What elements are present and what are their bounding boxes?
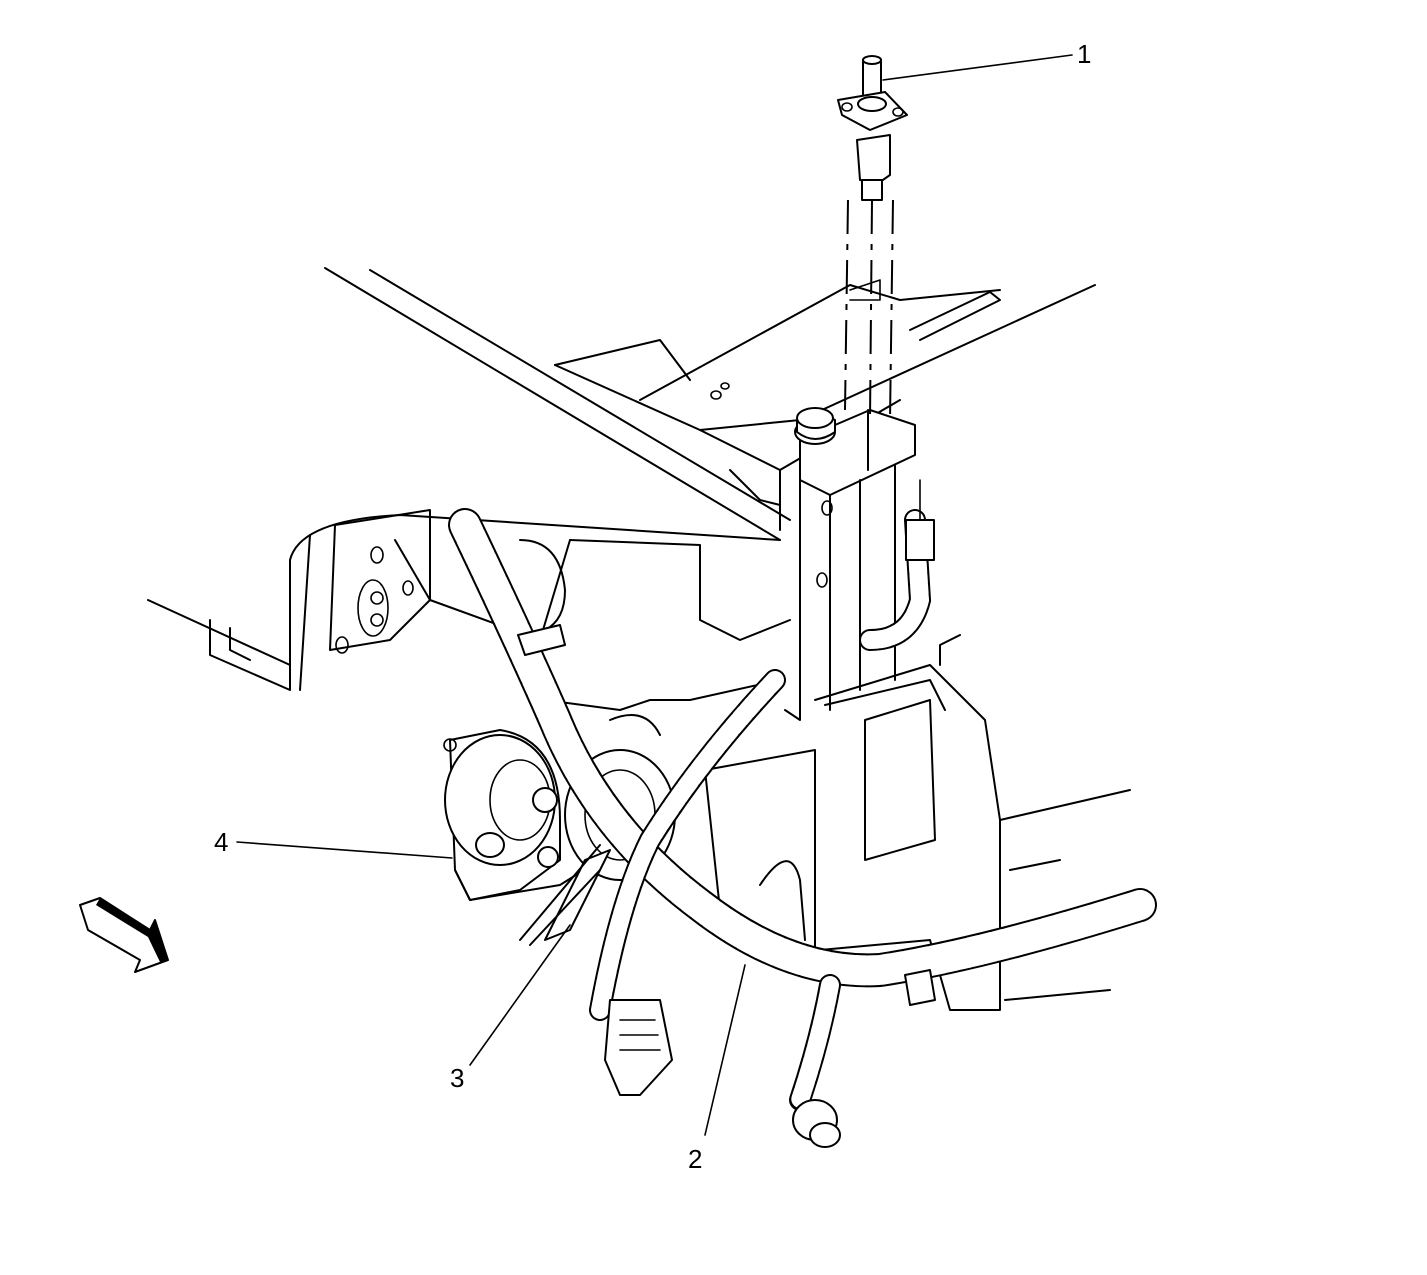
front-arrow-icon	[79, 897, 169, 973]
fender-panel	[147, 267, 791, 691]
inner-support-structure	[394, 539, 791, 736]
harness-clip	[519, 844, 611, 946]
leader-line-3	[469, 924, 571, 1066]
sensor-assembly	[837, 55, 908, 421]
callout-2: 2	[688, 1144, 702, 1174]
radiator-support-rail	[554, 279, 1096, 531]
leader-lines	[236, 54, 1073, 1136]
callout-1: 1	[1077, 39, 1091, 69]
leader-line-1	[882, 54, 1073, 81]
leader-line-2	[704, 964, 746, 1136]
callout-3: 3	[450, 1063, 464, 1093]
callout-4: 4	[214, 827, 228, 857]
mounting-bracket	[784, 407, 916, 721]
wiring-harness	[448, 479, 1157, 1148]
leader-line-4	[236, 841, 453, 859]
